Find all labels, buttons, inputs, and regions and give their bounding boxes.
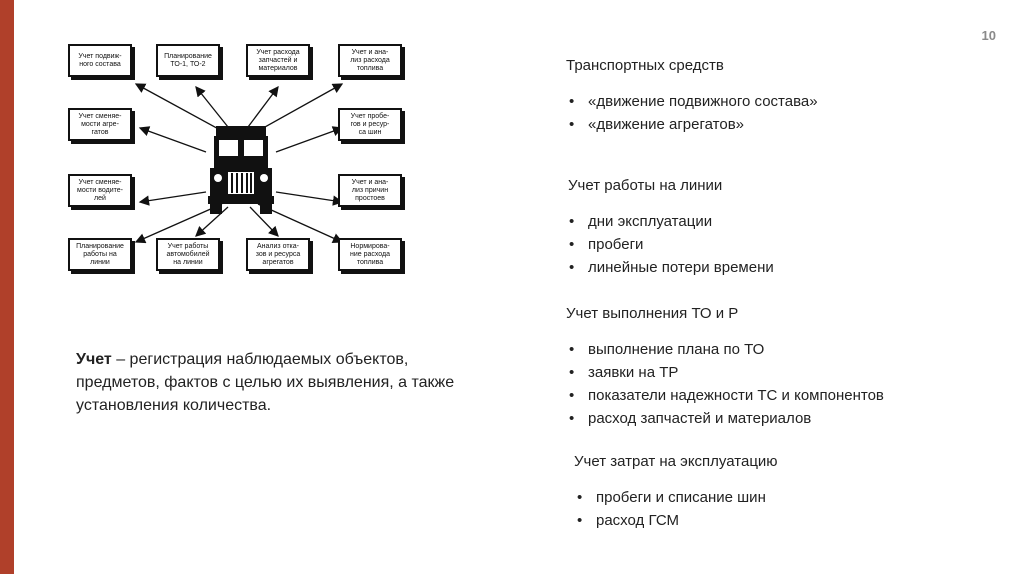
page-number: 10 (981, 28, 996, 43)
diagram-arrows (134, 83, 344, 244)
list-item: заявки на ТР (566, 361, 1006, 384)
definition-term: Учет (76, 351, 112, 368)
section-title: Транспортных средств (566, 57, 724, 74)
list-item: «движение агрегатов» (566, 113, 1006, 136)
list-item: выполнение плана по ТО (566, 338, 1006, 361)
truck-icon (208, 126, 274, 214)
diagram-box: Учет и ана- лиз причин простоев (338, 174, 402, 207)
section-title: Учет затрат на эксплуатацию (574, 453, 778, 470)
diagram-box: Учет расхода запчастей и материалов (246, 44, 310, 77)
diagram-box: Учет и ана- лиз расхода топлива (338, 44, 402, 77)
list-item: «движение подвижного состава» (566, 90, 1006, 113)
diagram-box: Планирование работы на линии (68, 238, 132, 271)
diagram-box: Учет пробе- гов и ресур- са шин (338, 108, 402, 141)
accounting-diagram: Учет подвиж- ного состава Планирование Т… (56, 32, 416, 292)
list-item: пробеги (566, 233, 1006, 256)
list-item: линейные потери времени (566, 256, 1006, 279)
section-line-work: Учет работы на линии дни эксплуатации пр… (566, 176, 1006, 279)
section-maintenance: Учет выполнения ТО и Р выполнение плана … (566, 304, 1006, 430)
accent-bar (0, 0, 14, 574)
section-title: Учет работы на линии (568, 177, 723, 194)
section-vehicles: Транспортных средств «движение подвижног… (566, 56, 1006, 136)
diagram-box: Учет сменяе- мости водите- лей (68, 174, 132, 207)
diagram-box: Планирование ТО-1, ТО-2 (156, 44, 220, 77)
diagram-box: Учет работы автомобилей на линии (156, 238, 220, 271)
section-title: Учет выполнения ТО и Р (566, 305, 739, 322)
section-costs: Учет затрат на эксплуатацию пробеги и сп… (574, 452, 1014, 532)
definition-text: Учет – регистрация наблюдаемых объектов,… (76, 348, 496, 417)
diagram-box: Учет подвиж- ного состава (68, 44, 132, 77)
list-item: расход ГСМ (574, 509, 1014, 532)
list-item: пробеги и списание шин (574, 486, 1014, 509)
list-item: дни эксплуатации (566, 210, 1006, 233)
diagram-box: Учет сменяе- мости агре- гатов (68, 108, 132, 141)
diagram-box: Нормирова- ние расхода топлива (338, 238, 402, 271)
list-item: показатели надежности ТС и компонентов (566, 384, 1006, 407)
list-item: расход запчастей и материалов (566, 407, 1006, 430)
definition-body: – регистрация наблюдаемых объектов, пред… (76, 351, 455, 414)
diagram-box: Анализ отка- зов и ресурса агрегатов (246, 238, 310, 271)
